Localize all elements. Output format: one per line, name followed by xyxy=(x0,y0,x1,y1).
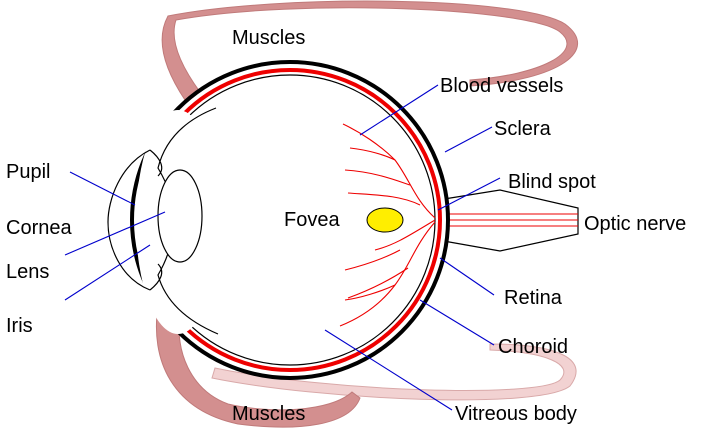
label-iris: Iris xyxy=(6,315,33,337)
label-retina: Retina xyxy=(504,287,563,309)
label-lens: Lens xyxy=(6,261,49,283)
label-sclera: Sclera xyxy=(494,118,552,140)
label-choroid: Choroid xyxy=(498,336,568,358)
label-vitreous-body: Vitreous body xyxy=(455,403,577,425)
label-muscles-top: Muscles xyxy=(232,27,305,49)
label-optic-nerve: Optic nerve xyxy=(584,213,686,235)
label-blind-spot: Blind spot xyxy=(508,171,596,193)
label-muscles-bottom: Muscles xyxy=(232,403,305,425)
lens xyxy=(158,170,202,262)
fovea xyxy=(367,208,403,232)
label-pupil: Pupil xyxy=(6,161,50,183)
label-blood-vessels: Blood vessels xyxy=(440,75,563,97)
label-cornea: Cornea xyxy=(6,217,72,239)
label-fovea: Fovea xyxy=(284,209,340,231)
